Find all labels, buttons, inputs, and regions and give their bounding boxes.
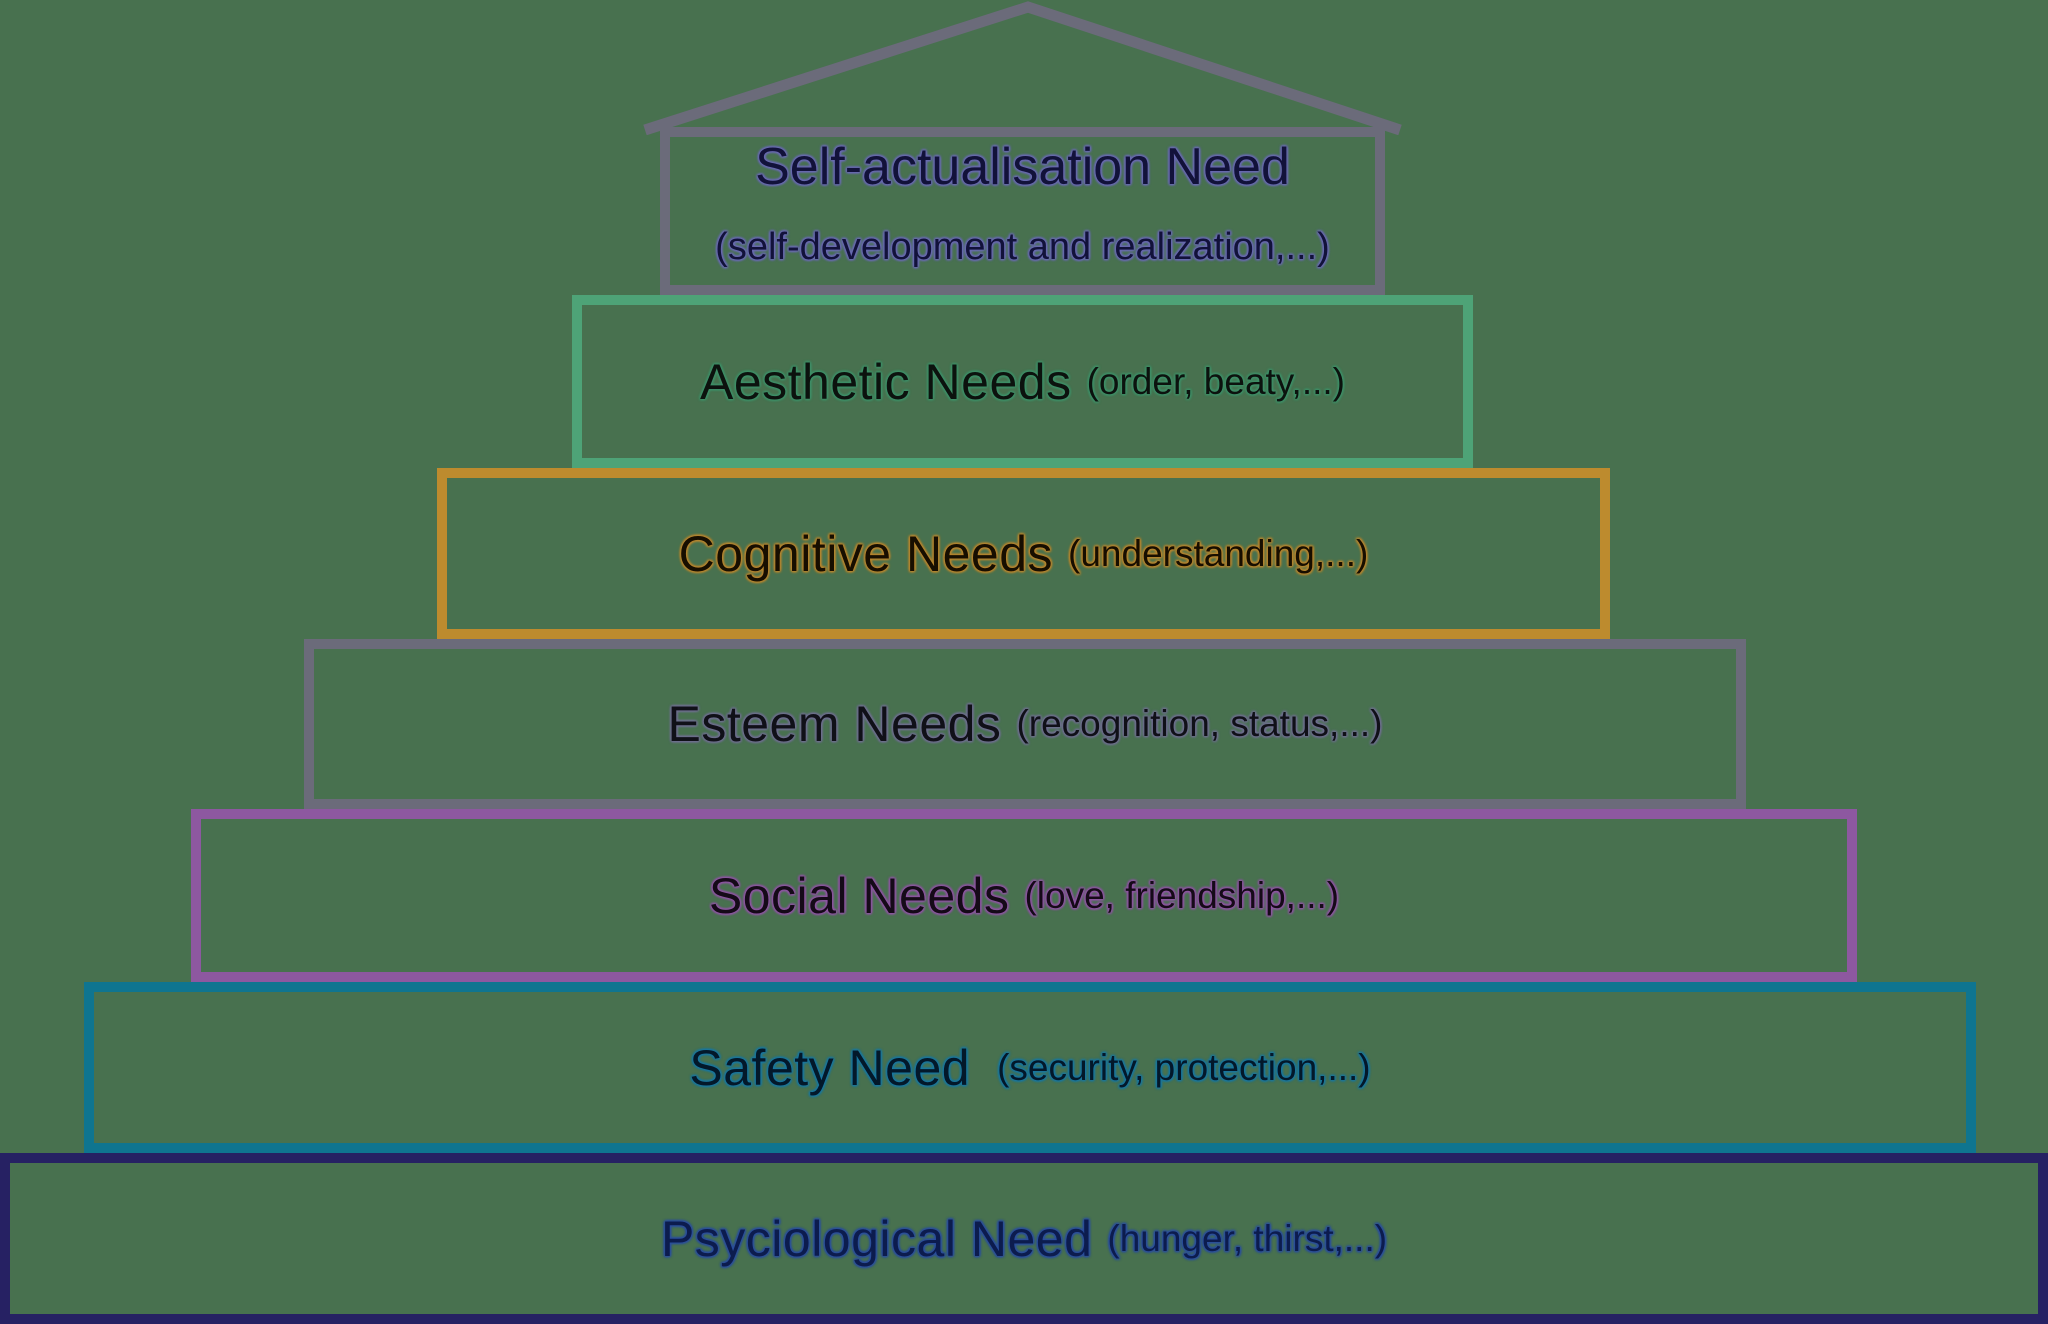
level-title: Cognitive Needs — [678, 525, 1054, 582]
level-title: Social Needs — [708, 867, 1010, 924]
level-detail: (hunger, thirst,...) — [1107, 1217, 1388, 1259]
level-detail: (security, protection,...) — [997, 1046, 1371, 1088]
level-psyciological: Psyciological Need (hunger, thirst,...) — [0, 1153, 2048, 1324]
level-title: Aesthetic Needs — [699, 353, 1072, 410]
level-detail-line: (self-development and realization,...) — [715, 226, 1330, 269]
level-detail: (order, beaty,...) — [1086, 360, 1345, 402]
level-title: Self-actualisation Need — [755, 138, 1290, 196]
level-detail: (recognition, status,...) — [1016, 703, 1383, 744]
level-detail: (love, friendship,...) — [1024, 874, 1340, 916]
level-esteem: Esteem Needs (recognition, status,...) — [304, 639, 1746, 809]
level-self-actualisation: Self-actualisation Need (self-developmen… — [660, 127, 1385, 295]
level-aesthetic: Aesthetic Needs (order, beaty,...) — [572, 295, 1473, 468]
level-title: Esteem Needs — [667, 696, 1002, 752]
level-detail: (self-development and realization,...) — [715, 226, 1330, 269]
level-social: Social Needs (love, friendship,...) — [191, 809, 1857, 982]
level-detail: (understanding,...) — [1068, 532, 1369, 574]
level-safety: Safety Need (security, protection,...) — [84, 982, 1976, 1153]
level-cognitive: Cognitive Needs (understanding,...) — [437, 468, 1610, 639]
level-title: Safety Need — [689, 1039, 971, 1096]
roof-outline — [643, 1, 1402, 135]
pyramid-roof — [643, 1, 1402, 135]
level-title: Psyciological Need — [660, 1210, 1093, 1267]
level-title-line: Self-actualisation Need — [755, 138, 1290, 196]
